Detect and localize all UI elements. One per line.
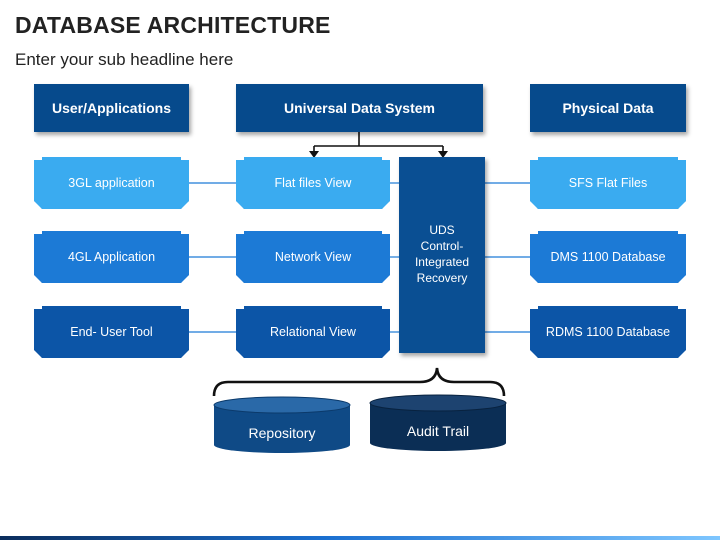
header-physical-data: Physical Data — [530, 84, 686, 132]
header-user-applications: User/Applications — [34, 84, 189, 132]
middle-item-network-view: Network View — [236, 231, 390, 283]
header-arrows — [309, 132, 448, 158]
page-title: DATABASE ARCHITECTURE — [15, 12, 331, 38]
middle-item-flat-files-view: Flat files View — [236, 157, 390, 209]
audit-trail-cylinder — [369, 394, 507, 451]
right-item-dms-1100: DMS 1100 Database — [530, 231, 686, 283]
left-item-4gl: 4GL Application — [34, 231, 189, 283]
page-subtitle: Enter your sub headline here — [15, 50, 234, 69]
bracket-brace — [212, 367, 506, 397]
bottom-accent-bar — [0, 536, 720, 540]
uds-control-block: UDS Control- Integrated Recovery — [399, 157, 485, 353]
audit-trail-label: Audit Trail — [406, 423, 470, 439]
left-item-3gl: 3GL application — [34, 157, 189, 209]
right-item-sfs-flat-files: SFS Flat Files — [530, 157, 686, 209]
header-universal-data-system: Universal Data System — [236, 84, 483, 132]
repository-cylinder — [213, 396, 351, 453]
left-item-end-user-tool: End- User Tool — [34, 306, 189, 358]
right-item-rdms-1100: RDMS 1100 Database — [530, 306, 686, 358]
middle-item-relational-view: Relational View — [236, 306, 390, 358]
repository-label: Repository — [248, 425, 316, 441]
uds-control-label: UDS Control- Integrated Recovery — [414, 223, 470, 285]
